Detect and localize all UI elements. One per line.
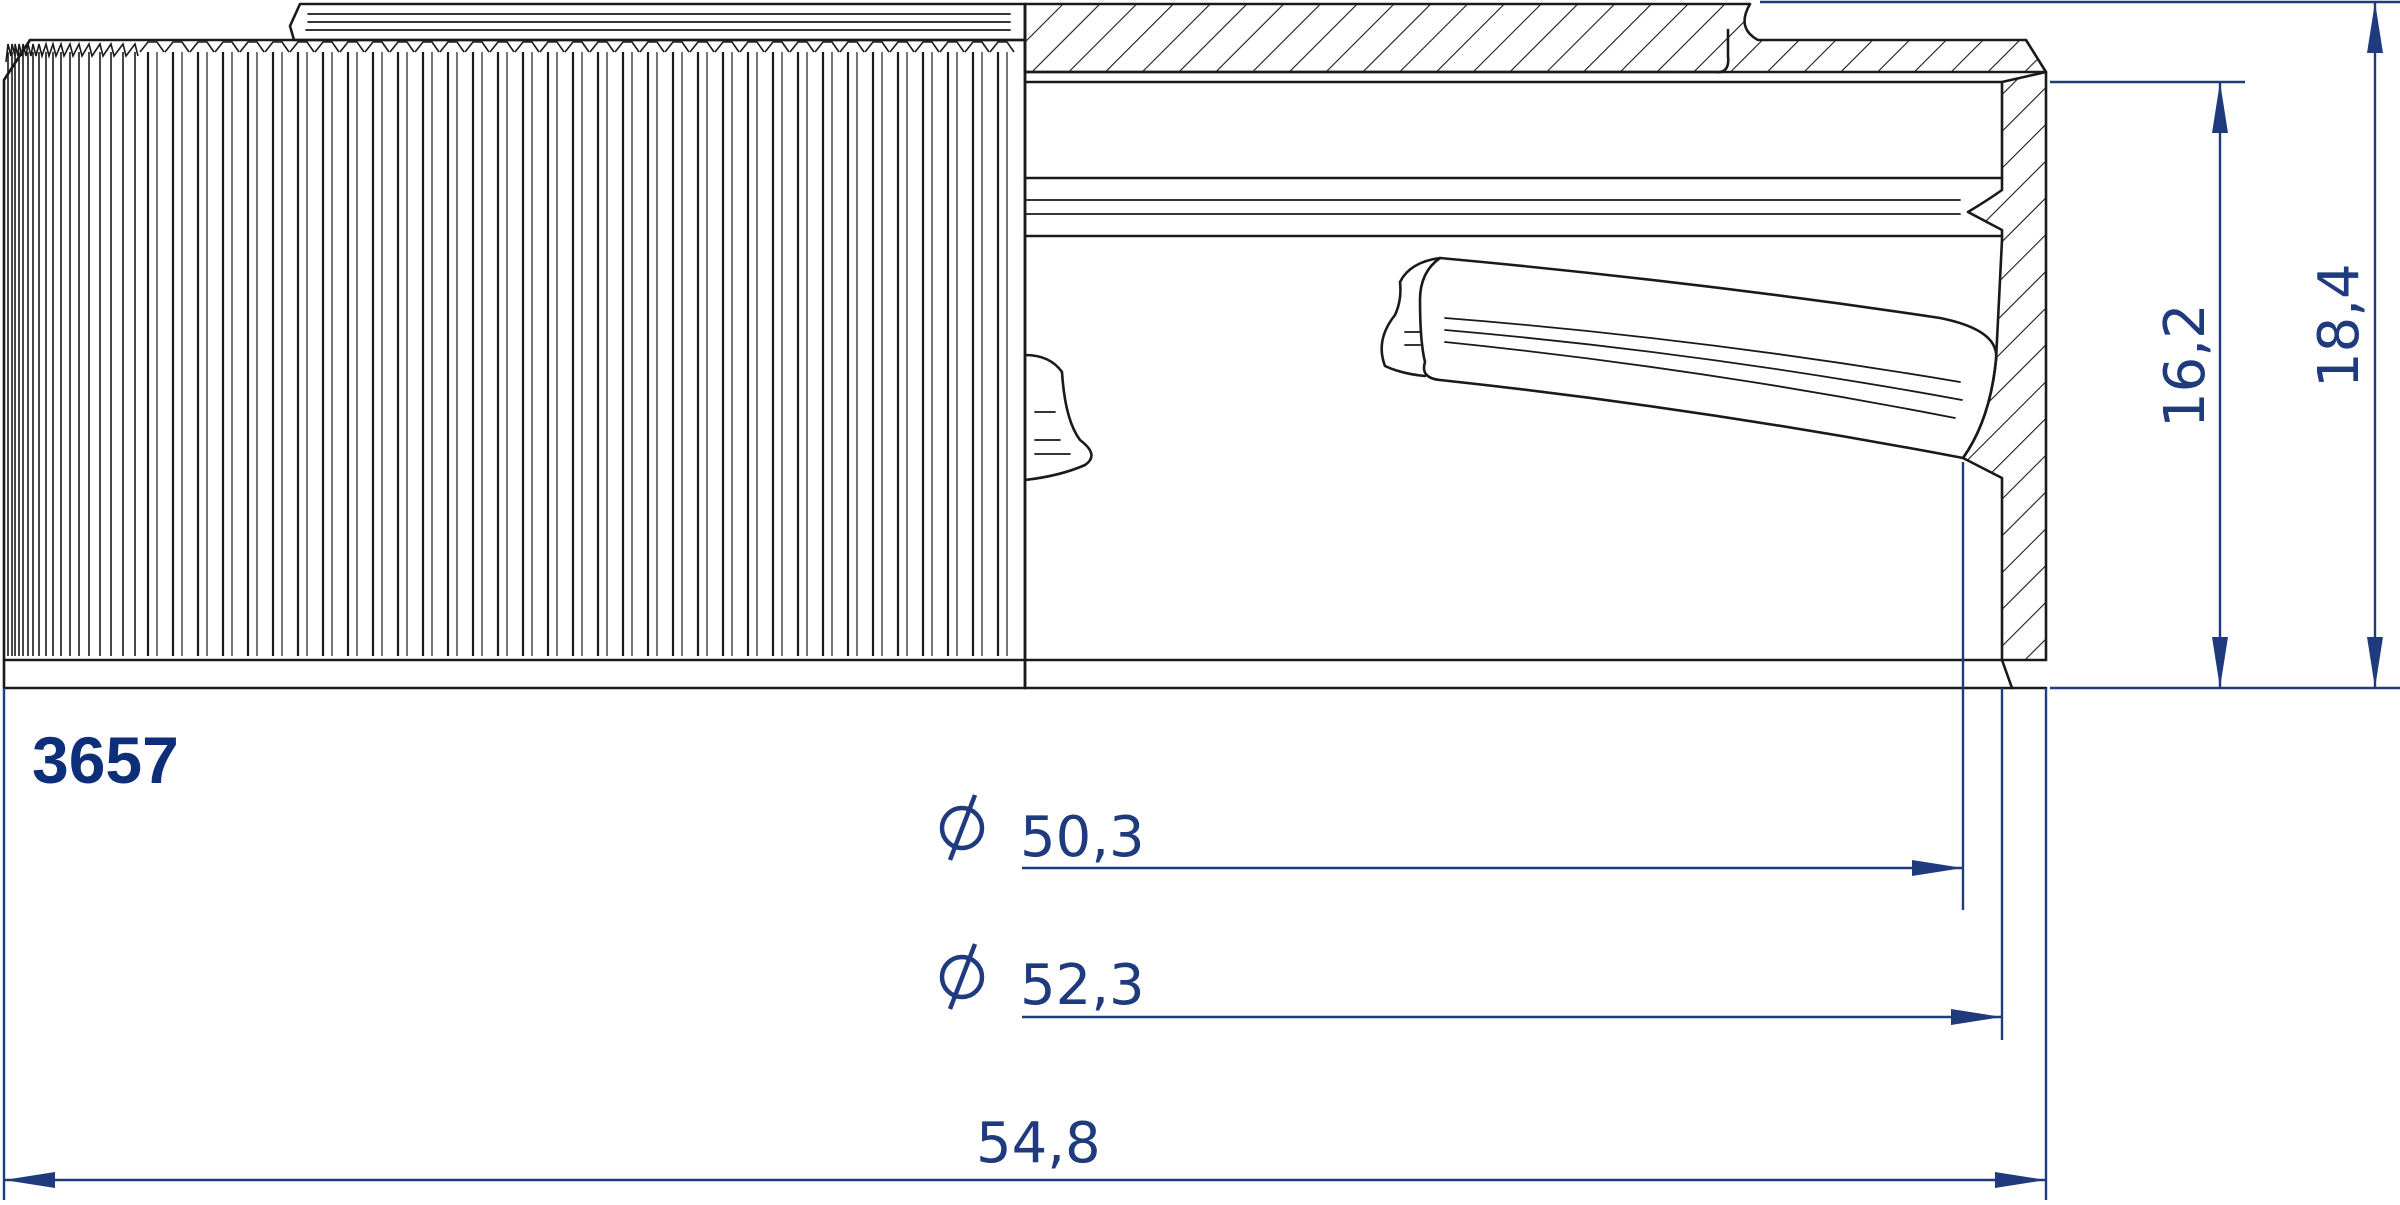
outer-diameter-label: 52,3 [1020,953,1145,1018]
inner-height-label: 16,2 [2153,303,2218,428]
overall-width-label: 54,8 [976,1111,1101,1176]
top-wall-section [1023,2,2048,74]
cap-section-view [1023,2,2048,690]
side-wall-section [1961,70,2048,662]
overall-height-label: 18,4 [2307,263,2372,388]
diameter-symbol-icon [939,943,985,1010]
part-number: 3657 [32,723,179,797]
inner-diameter-label: 50,3 [1020,805,1145,870]
cap-exterior-view [2,2,1027,690]
diameter-symbol-icon [939,794,985,861]
thread-lug [1023,353,1093,482]
internal-thread [1418,256,1998,460]
knurl-ribs [5,41,1015,656]
